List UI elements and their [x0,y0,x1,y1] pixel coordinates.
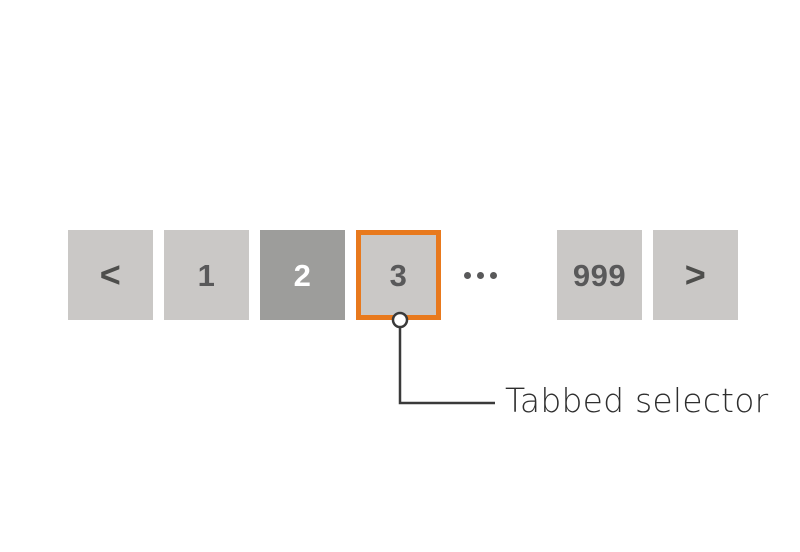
ellipsis-icon [452,230,508,320]
pagination-page-3[interactable]: 3 [356,230,441,320]
pagination-page-2[interactable]: 2 [260,230,345,320]
callout-leader-line [398,325,495,405]
pagination-control: < 1 2 3 999 > [68,230,749,320]
pagination-next-button[interactable]: > [653,230,738,320]
ellipsis-dot [463,271,471,279]
pagination-page-1-label: 1 [197,257,216,293]
pagination-gap [519,230,557,320]
pagination-page-2-label: 2 [293,257,312,293]
chevron-left-icon: < [99,254,122,295]
pagination-page-999-label: 999 [572,257,627,293]
pagination-page-3-label: 3 [389,257,408,293]
pagination-page-1[interactable]: 1 [164,230,249,320]
ellipsis-dot [489,271,497,279]
pagination-prev-button[interactable]: < [68,230,153,320]
pagination-page-999[interactable]: 999 [557,230,642,320]
ellipsis-dot [476,271,484,279]
callout-label: Tabbed selector [505,381,769,420]
chevron-right-icon: > [684,254,707,295]
